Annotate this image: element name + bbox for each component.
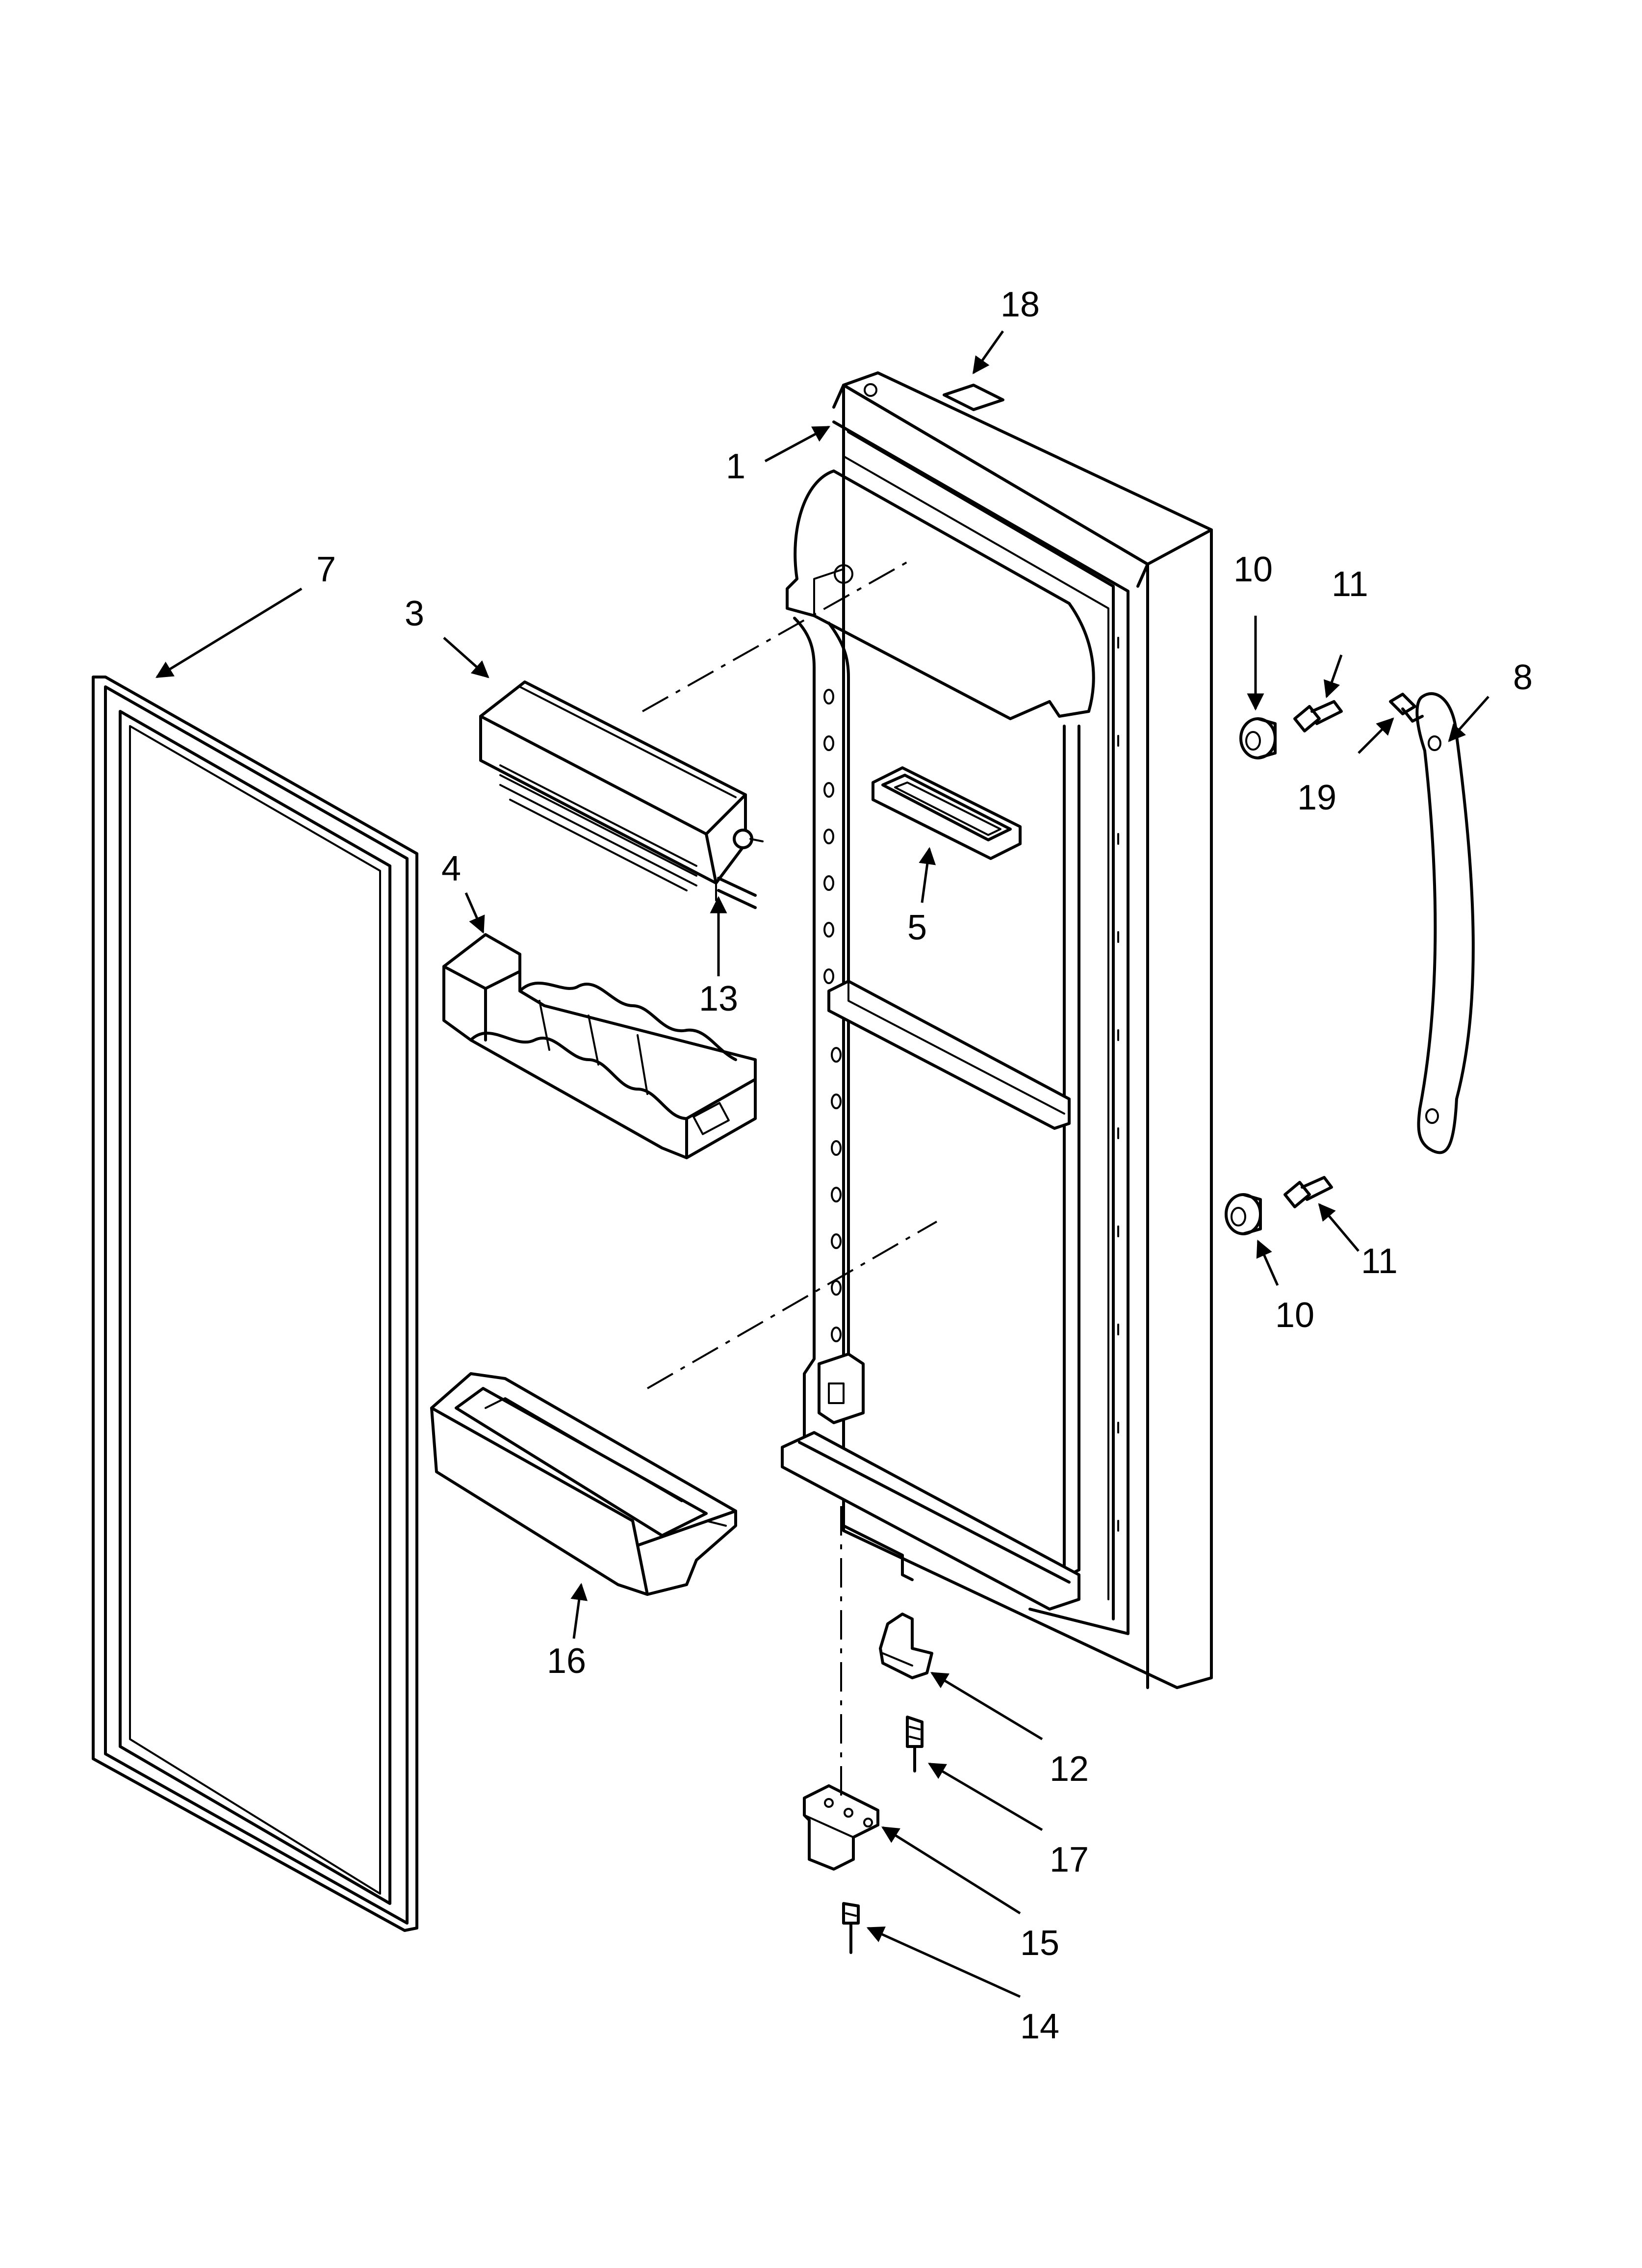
label-part (943, 384, 1004, 411)
handle-screw-19-part (1389, 693, 1424, 723)
callout-19: 19 (1297, 778, 1336, 817)
door-assembly-part (781, 371, 1213, 1689)
callout-12: 12 (1050, 1749, 1089, 1789)
handle-spacer-lower-part (1225, 1193, 1262, 1235)
callout-17: 17 (1050, 1840, 1089, 1879)
callout-labels: 18 1 3 7 4 13 5 16 8 10 11 19 11 10 12 1… (316, 285, 1533, 2046)
callout-7: 7 (316, 550, 336, 589)
callout-18: 18 (1001, 285, 1040, 324)
dairy-door-spring-part (715, 877, 757, 909)
handle-screw-lower-part (1283, 1176, 1333, 1208)
assembly-lines (642, 558, 937, 1800)
butter-tray-part (872, 766, 1022, 860)
handle-screw-upper-part (1293, 700, 1343, 732)
handle-spacer-upper-part (1239, 717, 1277, 759)
hinge-bushing-part (879, 1613, 933, 1679)
hinge-screw-14-part (842, 1902, 860, 1954)
callout-13: 13 (699, 979, 738, 1018)
egg-bin-part (442, 933, 757, 1159)
dairy-door-part (479, 680, 764, 891)
door-bin-part (430, 1372, 737, 1596)
callout-15: 15 (1020, 1924, 1059, 1963)
hinge-screw-17-part (906, 1716, 924, 1773)
callout-10-upper: 10 (1233, 550, 1273, 589)
leader-arrows (155, 330, 1489, 1998)
callout-3: 3 (405, 594, 424, 633)
callout-14: 14 (1020, 2007, 1059, 2046)
hinge-plate-part (803, 1784, 879, 1871)
door-handle-part (1415, 692, 1475, 1154)
callout-11-lower: 11 (1361, 1242, 1398, 1281)
callout-5: 5 (907, 908, 927, 947)
callout-4: 4 (441, 849, 461, 888)
callout-10-lower: 10 (1275, 1296, 1314, 1335)
callout-11-upper: 11 (1332, 565, 1368, 604)
callout-8: 8 (1513, 658, 1533, 697)
callout-1: 1 (726, 447, 745, 486)
door-gasket-part (92, 676, 418, 1932)
callout-16: 16 (547, 1642, 586, 1681)
